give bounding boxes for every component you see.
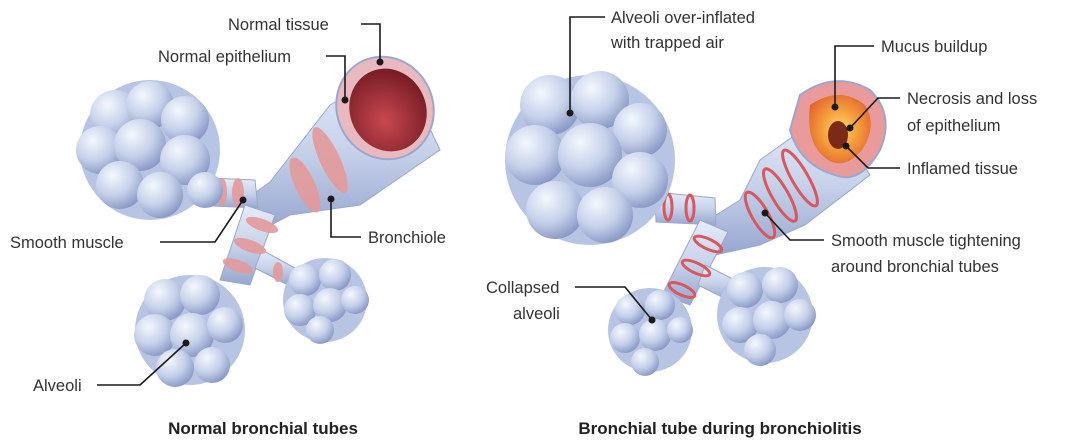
right-alveoli-cluster [717, 267, 816, 366]
caption-normal-bronchial-tubes: Normal bronchial tubes [168, 419, 358, 438]
normal-alveoli-upper [76, 80, 223, 220]
label-collapsed-alveoli-line2: alveoli [513, 305, 560, 323]
label-necrosis-line2: of epithelium [907, 117, 1001, 135]
over-inflated-alveoli [505, 71, 675, 245]
label-necrosis-line1: Necrosis and loss [907, 90, 1037, 108]
normal-alveoli-right [283, 258, 369, 344]
label-mucus-buildup: Mucus buildup [881, 38, 987, 56]
label-smooth-muscle: Smooth muscle [10, 234, 124, 252]
label-normal-tissue: Normal tissue [228, 16, 329, 34]
normal-alveoli-lower [134, 275, 245, 387]
label-inflamed-tissue: Inflamed tissue [907, 160, 1018, 178]
label-alveoli: Alveoli [33, 377, 82, 395]
label-normal-epithelium: Normal epithelium [158, 48, 291, 66]
label-alveoli-over-inflated-line1: Alveoli over-inflated [611, 9, 755, 27]
label-alveoli-over-inflated-line2: with trapped air [610, 34, 724, 52]
label-smooth-muscle-tightening-line1: Smooth muscle tightening [831, 232, 1021, 250]
label-collapsed-alveoli-line1: Collapsed [486, 279, 559, 297]
normal-bronchial-tubes-illustration [76, 41, 450, 387]
caption-bronchiolitis: Bronchial tube during bronchiolitis [578, 419, 861, 438]
collapsed-alveoli [608, 288, 693, 376]
label-bronchiole: Bronchiole [368, 229, 446, 247]
label-smooth-muscle-tightening-line2: around bronchial tubes [831, 258, 999, 276]
bronchiolitis-illustration [505, 71, 886, 376]
